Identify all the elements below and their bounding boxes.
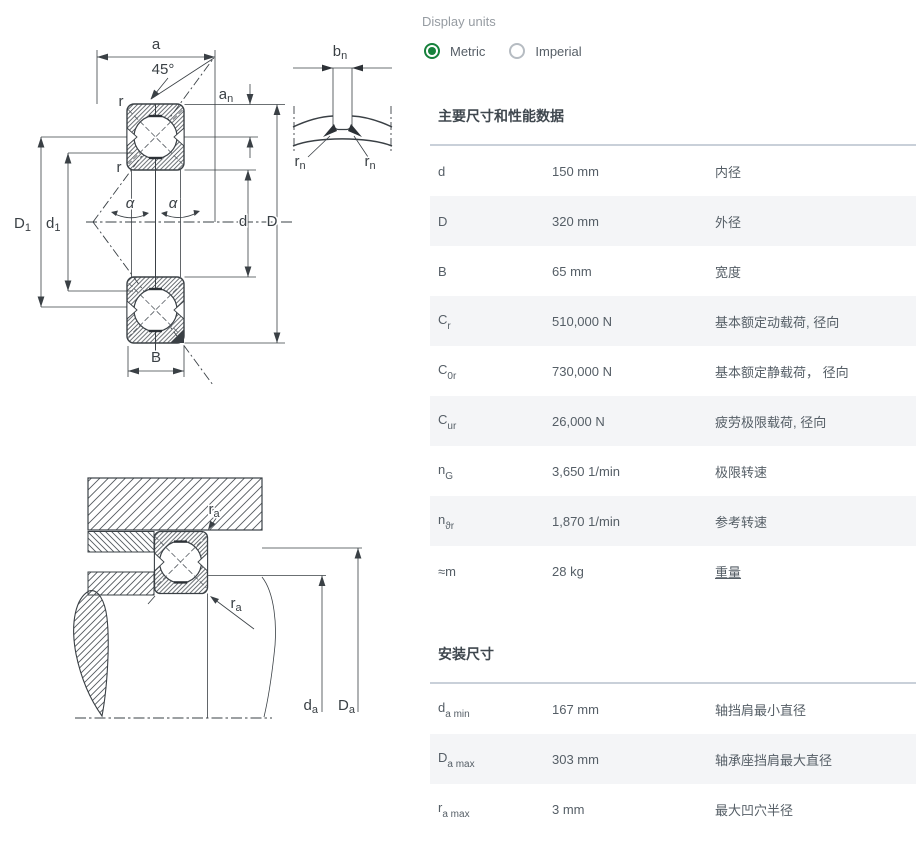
dim-label-d: d — [239, 213, 247, 230]
radio-metric[interactable]: Metric — [424, 43, 485, 59]
spec-row-D: D 320 mm 外径 — [430, 196, 916, 246]
radio-imperial[interactable]: Imperial — [509, 43, 582, 59]
mount-table: da min 167 mm 轴挡肩最小直径 Da max 303 mm 轴承座挡肩最大直径… — [430, 682, 916, 834]
dim-label-α: α — [169, 195, 178, 212]
value-cell: 3 mm — [552, 801, 585, 817]
main-section-view — [37, 50, 292, 386]
value-cell: 1,870 1/min — [552, 513, 620, 529]
symbol-cell: B — [438, 263, 447, 279]
symbol-cell: nϑr — [438, 511, 455, 533]
value-cell: 167 mm — [552, 701, 599, 717]
dim-label-r: r — [119, 93, 124, 110]
mounting-view — [73, 477, 362, 719]
dim-label-ra: ra — [208, 501, 220, 520]
spec-row-d: d 150 mm 内径 — [430, 146, 916, 196]
dim-label-an: an — [219, 86, 233, 105]
radio-unselected-icon[interactable] — [509, 43, 526, 59]
radio-label: Imperial — [535, 43, 582, 59]
dim-label-Da: Da — [338, 697, 356, 716]
value-cell: 28 kg — [552, 563, 584, 579]
spec-row-C0r: C0r 730,000 N 基本额定静载荷， 径向 — [430, 346, 916, 396]
spec-section-title: 主要尺寸和性能数据 — [438, 108, 564, 124]
dim-label-bn: bn — [333, 43, 347, 62]
radio-selected-icon[interactable] — [424, 43, 440, 59]
description-cell: 宽度 — [715, 264, 742, 280]
spec-row-m: ≈m 28 kg 重量 — [430, 546, 916, 596]
value-cell: 3,650 1/min — [552, 463, 620, 479]
description-cell: 轴承座挡肩最大直径 — [715, 752, 833, 768]
description-cell: 参考转速 — [715, 514, 768, 530]
symbol-cell: Da max — [438, 749, 475, 771]
ring-groove-detail-view — [292, 64, 393, 158]
dim-label-ra: ra — [230, 595, 242, 614]
spec-row-B: B 65 mm 宽度 — [430, 246, 916, 296]
dim-label-da: da — [304, 697, 319, 716]
spec-row-Cr: Cr 510,000 N 基本额定动载荷, 径向 — [430, 296, 916, 346]
mount-row-Damax: Da max 303 mm 轴承座挡肩最大直径 — [430, 734, 916, 784]
symbol-cell: ra max — [438, 799, 470, 821]
dim-label-rn: rn — [294, 153, 305, 172]
dim-label-r: r — [117, 159, 122, 176]
symbol-cell: nG — [438, 461, 454, 483]
symbol-cell: ≈m — [438, 563, 456, 579]
symbol-cell: d — [438, 163, 446, 179]
description-cell: 最大凹穴半径 — [715, 802, 794, 818]
dim-label-rn: rn — [364, 153, 375, 172]
dim-label-B: B — [151, 349, 161, 366]
value-cell: 730,000 N — [552, 363, 612, 379]
display-units-label: Display units — [422, 14, 496, 29]
description-cell: 轴挡肩最小直径 — [715, 702, 807, 718]
symbol-cell: da min — [438, 699, 470, 721]
value-cell: 150 mm — [552, 163, 599, 179]
spec-row-nG: nG 3,650 1/min 极限转速 — [430, 446, 916, 496]
value-cell: 320 mm — [552, 213, 599, 229]
value-cell: 510,000 N — [552, 313, 612, 329]
description-cell: 外径 — [715, 214, 742, 230]
symbol-cell: C0r — [438, 361, 457, 383]
symbol-cell: Cur — [438, 411, 457, 433]
dimension-labels: a 45° an r rD1 d1 α α d D Bbn rn rn ra ra da Da — [13, 35, 378, 718]
spec-table: d 150 mm 内径 D 320 mm 外径 B 65 mm 宽度 Cr 510,000 N 基本额… — [430, 144, 916, 596]
symbol-cell: Cr — [438, 311, 451, 333]
description-cell: 疲劳极限载荷, 径向 — [715, 414, 827, 430]
dim-label-α: α — [126, 195, 135, 212]
dim-label-D1: D1 — [14, 215, 31, 234]
dim-label-d1: d1 — [46, 215, 60, 234]
description-cell: 内径 — [715, 164, 742, 180]
mount-row-damin: da min 167 mm 轴挡肩最小直径 — [430, 684, 916, 734]
display-units-options: Metric Imperial — [424, 42, 916, 60]
mount-row-ramax: ra max 3 mm 最大凹穴半径 — [430, 784, 916, 834]
description-cell: 基本额定静载荷， 径向 — [715, 364, 849, 380]
description-cell: 基本额定动载荷, 径向 — [715, 314, 840, 330]
spec-row-nr: nϑr 1,870 1/min 参考转速 — [430, 496, 916, 546]
dim-label-D: D — [267, 213, 278, 230]
symbol-cell: D — [438, 213, 448, 229]
value-cell: 303 mm — [552, 751, 599, 767]
spec-row-Cur: Cur 26,000 N 疲劳极限载荷, 径向 — [430, 396, 916, 446]
description-cell: 极限转速 — [715, 464, 768, 480]
mount-section-title: 安装尺寸 — [438, 646, 494, 662]
value-cell: 65 mm — [552, 263, 592, 279]
value-cell: 26,000 N — [552, 413, 605, 429]
data-panel: Display units Metric Imperial 主要尺寸和性能数据 d… — [422, 0, 916, 834]
description-cell[interactable]: 重量 — [715, 564, 742, 580]
dim-label-a: a — [152, 36, 161, 53]
dim-label-45°: 45° — [152, 61, 175, 78]
radio-label: Metric — [450, 43, 486, 59]
